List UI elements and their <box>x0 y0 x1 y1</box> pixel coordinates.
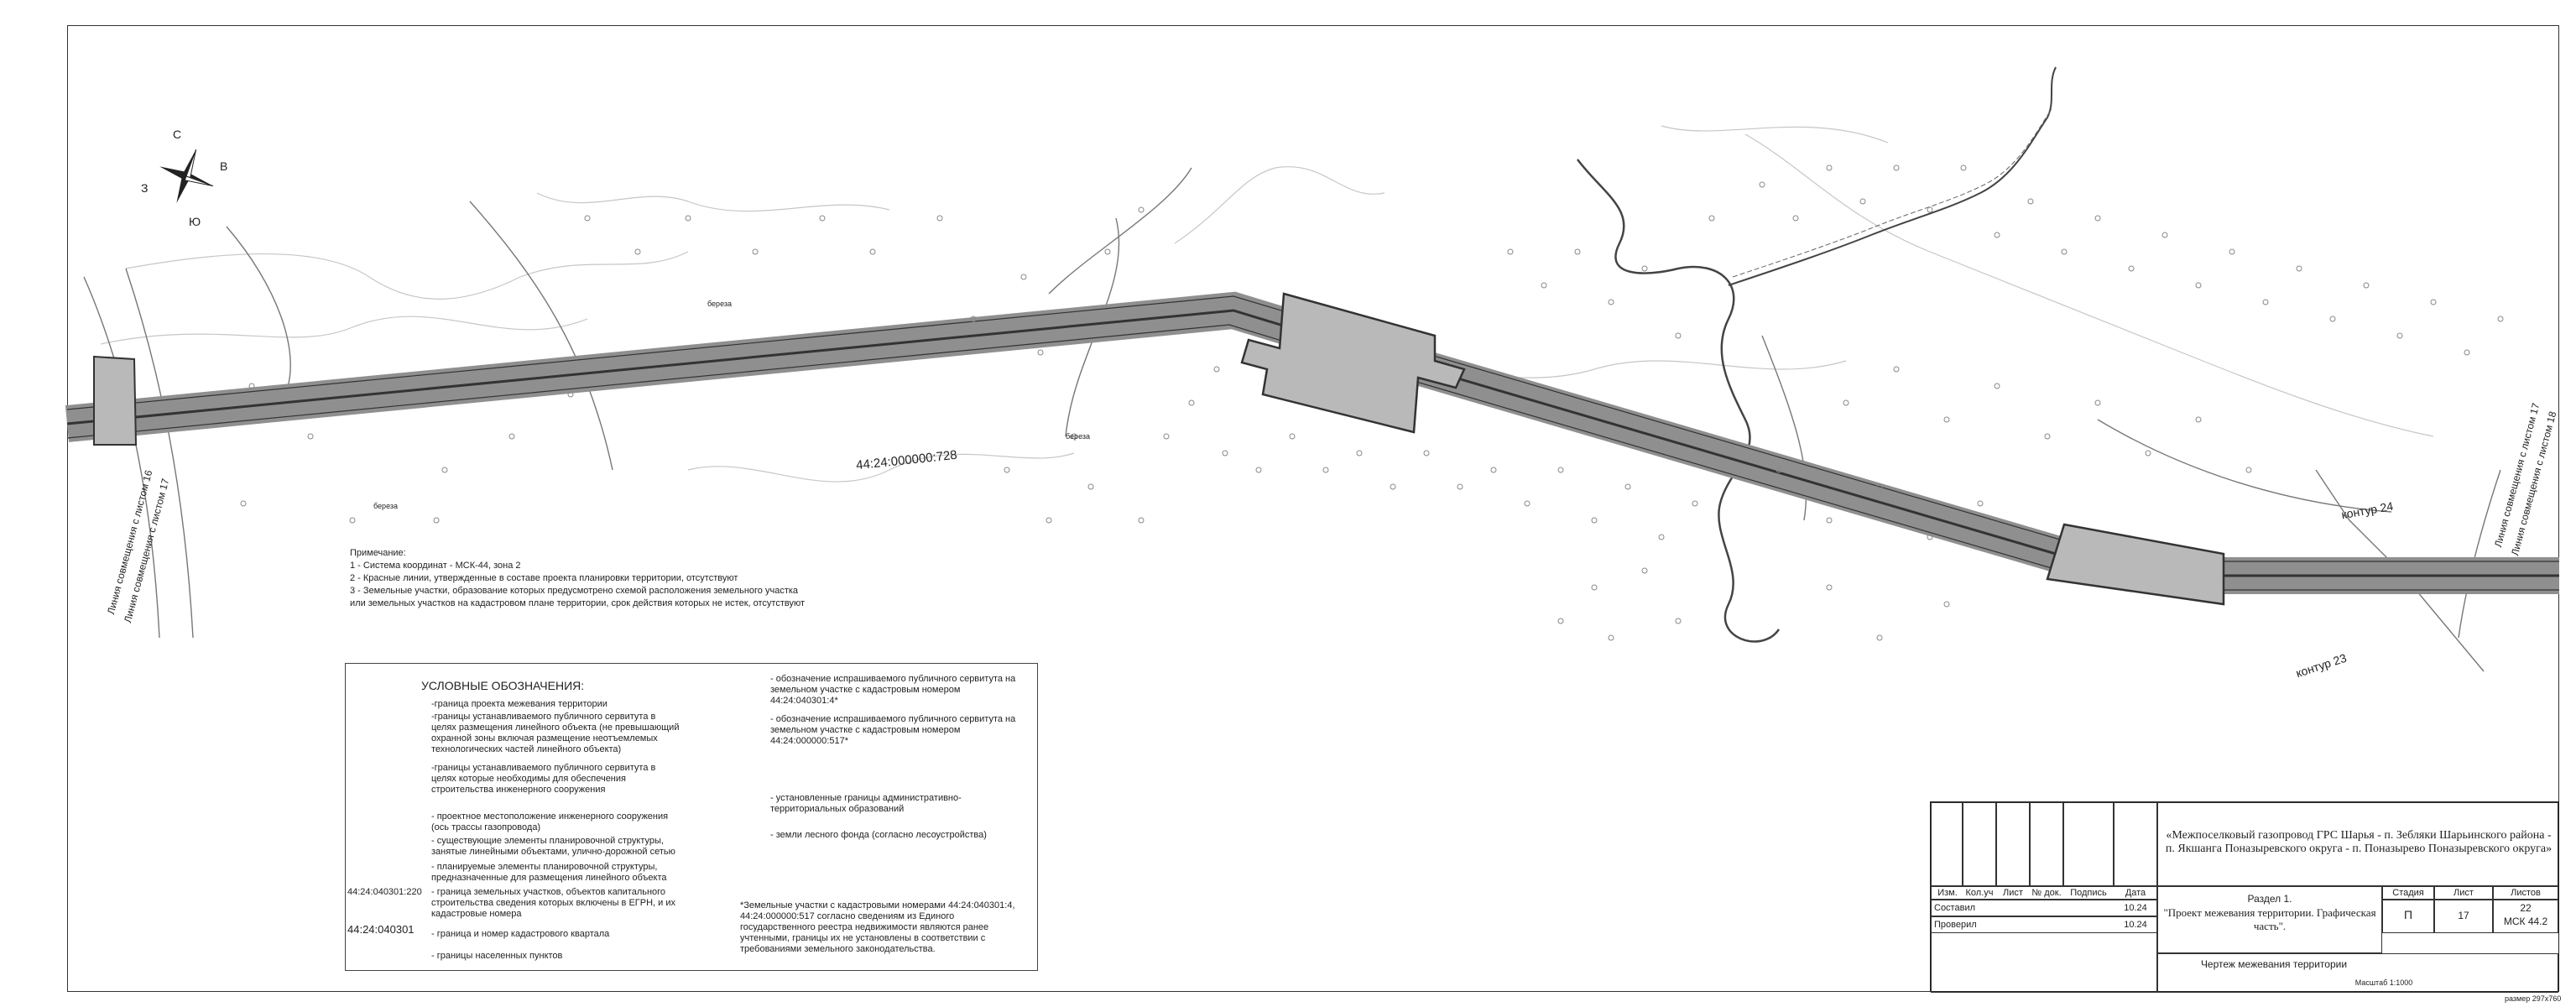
pipeline-corridor <box>65 291 2559 594</box>
legend-item: -границы устанавливаемого публичного сер… <box>431 763 656 795</box>
legend-item: - обозначение испрашиваемого публичного … <box>770 714 1016 746</box>
section-title: "Проект межевания территории. Графическа… <box>2163 906 2376 932</box>
listov-header: Листов <box>2511 888 2541 898</box>
note-line: или земельных участков на кадастровом пл… <box>350 598 806 608</box>
compass-west: З <box>141 181 149 195</box>
tree-label: береза <box>373 502 399 510</box>
grid-row <box>1931 900 2157 916</box>
legend-item: - планируемые элементы планировочной стр… <box>431 862 667 883</box>
stream <box>1728 66 2057 286</box>
grid-cell <box>1931 802 1963 886</box>
project-title: «Межпоселковый газопровод ГРС Шарья - п.… <box>2165 829 2553 855</box>
grid-cell <box>2493 886 2558 900</box>
stadia-value: П <box>2403 908 2413 921</box>
grid-cell <box>2030 802 2063 886</box>
notes-heading: Примечание: <box>350 548 406 558</box>
planned-plot-area-right <box>2046 523 2225 606</box>
legend-footnote: *Земельные участки с кадастровыми номера… <box>740 900 1015 954</box>
grid-cell <box>2114 802 2157 886</box>
compass-east: В <box>220 159 228 173</box>
legend-item: - обозначение испрашиваемого публичного … <box>770 674 1016 706</box>
legend-item: - существующие элементы планировочной ст… <box>431 836 675 857</box>
grid-cell <box>2382 886 2434 900</box>
grid-row <box>1931 916 2157 933</box>
listov-value: 22 <box>2520 902 2532 914</box>
legend-title: УСЛОВНЫЕ ОБОЗНАЧЕНИЯ: <box>421 679 585 692</box>
legend-code: 44:24:040301:220 <box>347 887 422 897</box>
legend-item: -границы устанавливаемого публичного сер… <box>431 712 680 754</box>
compass-south: Ю <box>189 215 201 228</box>
tree-label: береза <box>707 300 733 308</box>
header-list: Лист <box>2003 888 2023 898</box>
legend-item: - проектное местоположение инженерного с… <box>431 811 669 832</box>
drawing-frame <box>67 25 2559 992</box>
forest-symbols <box>240 164 2504 641</box>
legend-item: - земли лесного фонда (согласно лесоустр… <box>770 830 987 840</box>
legend-code: 44:24:040301 <box>347 923 415 936</box>
scale-label: Масштаб 1:1000 <box>2354 978 2413 987</box>
grid-cell <box>1996 802 2030 886</box>
grid-cell <box>2493 900 2558 933</box>
header-kol: Кол.уч <box>1965 888 1994 898</box>
legend-item: - граница земельных участков, объектов к… <box>431 887 675 919</box>
sostavil-date: 10.24 <box>2124 903 2147 913</box>
stadia-header: Стадия <box>2392 888 2424 898</box>
notes-block: Примечание: 1 - Система координат - МСК-… <box>350 547 805 610</box>
note-line: 3 - Земельные участки, образование котор… <box>350 586 799 596</box>
note-line: 1 - Система координат - МСК-44, зона 2 <box>350 561 521 571</box>
header-izm: Изм. <box>1937 888 1958 898</box>
section-label: Раздел 1. <box>2247 893 2292 905</box>
grid-cell <box>2063 802 2114 886</box>
legend-item: - установленные границы административно-… <box>770 793 962 814</box>
grid-cell <box>1963 802 1996 886</box>
section-cell <box>2157 886 2382 953</box>
msk-value: МСК 44.2 <box>2503 916 2548 927</box>
grid-row <box>1931 886 2157 900</box>
left-plot <box>93 355 138 446</box>
grid-cell <box>2382 900 2434 933</box>
header-ndok: № док. <box>2031 888 2062 898</box>
grid-cell <box>2434 900 2493 933</box>
sostavil-label: Составил <box>1934 903 1976 913</box>
header-date: Дата <box>2125 888 2146 898</box>
list-value: 17 <box>2458 910 2469 921</box>
drawing-title-cell <box>2157 953 2558 993</box>
planned-plot-area <box>1240 292 1466 434</box>
river <box>1577 159 1781 643</box>
legend-item: -граница проекта межевания территории <box>431 699 607 709</box>
grid-cell <box>2434 886 2493 900</box>
header-podp: Подпись <box>2070 888 2107 898</box>
tree-label: береза <box>1066 432 1091 441</box>
list-header: Лист <box>2453 888 2474 898</box>
compass-north: С <box>173 128 182 141</box>
proveril-label: Проверил <box>1934 920 1977 930</box>
title-block: Изм. Кол.уч Лист № док. Подпись Дата Сос… <box>1930 801 2559 993</box>
project-title-cell <box>2157 802 2558 886</box>
format-label: размер 297x760 <box>2505 994 2562 1003</box>
proveril-date: 10.24 <box>2124 920 2147 930</box>
legend-box: УСЛОВНЫЕ ОБОЗНАЧЕНИЯ: -граница проекта м… <box>345 663 1038 971</box>
compass-rose <box>159 149 214 203</box>
drawing-title: Чертеж межевания территории <box>2200 958 2348 970</box>
note-line: 2 - Красные линии, утвержденные в состав… <box>350 573 738 583</box>
legend-item: - граница и номер кадастрового квартала <box>431 929 610 939</box>
legend-item: - границы населенных пунктов <box>431 951 563 961</box>
